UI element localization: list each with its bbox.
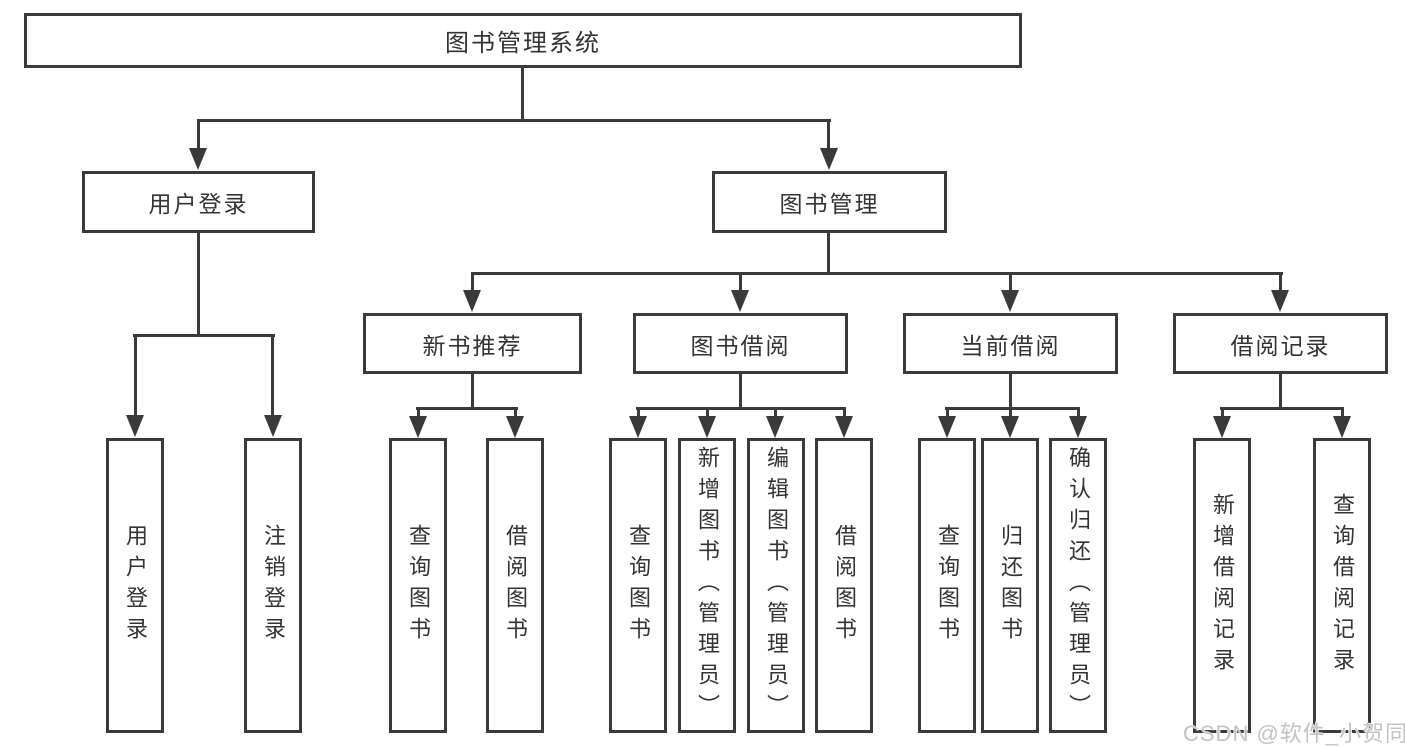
leaf-confirm-return-admin: 确认归还（管理员） <box>1049 438 1107 733</box>
leaf-query-books-recommend: 查询图书 <box>389 438 447 733</box>
tree-connector-vline <box>1279 374 1282 408</box>
tree-connector-vline <box>843 407 846 420</box>
leaf-return-books: 归还图书 <box>981 438 1039 733</box>
arrow-down-icon <box>835 416 853 438</box>
tree-connector-vline <box>1221 407 1224 420</box>
leaf-query-books-current-label: 查询图书 <box>935 523 960 648</box>
node-library-system-label: 图书管理系统 <box>445 30 601 57</box>
leaf-add-borrow-record: 新增借阅记录 <box>1193 438 1251 733</box>
leaf-borrow-books: 借阅图书 <box>815 438 873 733</box>
tree-connector-vline <box>774 407 777 420</box>
tree-connector-hline <box>945 407 1080 410</box>
tree-connector-vline <box>1009 374 1012 408</box>
tree-connector-vline <box>471 272 474 292</box>
tree-connector-vline <box>134 334 137 417</box>
arrow-down-icon <box>1271 290 1289 312</box>
leaf-user-login: 用户登录 <box>106 438 164 733</box>
leaf-borrow-books-recommend: 借阅图书 <box>486 438 544 733</box>
tree-connector-vline <box>197 233 200 336</box>
arrow-down-icon <box>629 416 647 438</box>
node-book-management: 图书管理 <box>712 171 947 233</box>
tree-connector-vline <box>739 374 742 408</box>
tree-connector-vline <box>946 407 949 420</box>
tree-connector-vline <box>514 407 517 420</box>
node-library-system: 图书管理系统 <box>24 13 1022 68</box>
tree-connector-vline <box>197 119 200 150</box>
leaf-add-books-admin-label: 新增图书（管理员） <box>695 446 720 725</box>
tree-connector-vline <box>706 407 709 420</box>
arrow-down-icon <box>1069 416 1087 438</box>
tree-connector-vline <box>1279 272 1282 292</box>
leaf-borrow-books-recommend-label: 借阅图书 <box>503 523 528 648</box>
csdn-watermark: CSDN @软件_小贺同学 <box>1183 721 1405 746</box>
arrow-down-icon <box>1001 290 1019 312</box>
tree-connector-hline <box>636 407 846 410</box>
tree-connector-vline <box>827 119 830 150</box>
arrow-down-icon <box>731 290 749 312</box>
node-book-borrowing-label: 图书借阅 <box>690 332 791 359</box>
tree-connector-hline <box>471 272 1283 275</box>
node-book-borrowing: 图书借阅 <box>633 313 848 374</box>
tree-connector-hline <box>197 119 831 122</box>
tree-connector-vline <box>521 68 524 122</box>
tree-connector-vline <box>637 407 640 420</box>
arrow-down-icon <box>766 416 784 438</box>
node-current-borrowing-label: 当前借阅 <box>960 332 1061 359</box>
leaf-logout: 注销登录 <box>244 438 302 733</box>
leaf-add-books-admin: 新增图书（管理员） <box>678 438 736 733</box>
node-new-book-recommend-label: 新书推荐 <box>422 332 523 359</box>
node-book-management-label: 图书管理 <box>779 191 880 217</box>
tree-connector-vline <box>271 334 274 417</box>
node-new-book-recommend: 新书推荐 <box>363 313 582 374</box>
arrow-down-icon <box>126 415 144 437</box>
arrow-down-icon <box>409 416 427 438</box>
tree-connector-vline <box>1009 272 1012 292</box>
leaf-edit-books-admin: 编辑图书（管理员） <box>747 438 805 733</box>
arrow-down-icon <box>1333 416 1351 438</box>
leaf-query-books-recommend-label: 查询图书 <box>406 523 431 648</box>
tree-connector-vline <box>1341 407 1344 420</box>
leaf-query-books-borrow-label: 查询图书 <box>626 523 651 648</box>
leaf-query-books-borrow: 查询图书 <box>609 438 667 733</box>
tree-connector-vline <box>739 272 742 292</box>
node-current-borrowing: 当前借阅 <box>903 313 1118 374</box>
tree-connector-vline <box>1009 407 1012 420</box>
tree-connector-hline <box>133 334 275 337</box>
node-user-login: 用户登录 <box>82 171 315 233</box>
tree-connector-hline <box>1220 407 1344 410</box>
tree-connector-vline <box>417 407 420 420</box>
tree-connector-vline <box>1077 407 1080 420</box>
tree-connector-hline <box>416 407 518 410</box>
arrow-down-icon <box>1001 416 1019 438</box>
leaf-return-books-label: 归还图书 <box>998 523 1023 648</box>
arrow-down-icon <box>1213 416 1231 438</box>
leaf-query-books-current: 查询图书 <box>918 438 976 733</box>
arrow-down-icon <box>264 415 282 437</box>
arrow-down-icon <box>506 416 524 438</box>
arrow-down-icon <box>820 148 838 170</box>
arrow-down-icon <box>463 290 481 312</box>
leaf-add-borrow-record-label: 新增借阅记录 <box>1210 492 1235 679</box>
leaf-edit-books-admin-label: 编辑图书（管理员） <box>764 446 789 725</box>
arrow-down-icon <box>938 416 956 438</box>
arrow-down-icon <box>698 416 716 438</box>
leaf-query-borrow-record: 查询借阅记录 <box>1313 438 1371 733</box>
leaf-user-login-label: 用户登录 <box>123 523 148 648</box>
leaf-logout-label: 注销登录 <box>261 523 286 648</box>
tree-connector-vline <box>471 374 474 408</box>
node-borrowing-records-label: 借阅记录 <box>1230 332 1331 359</box>
node-borrowing-records: 借阅记录 <box>1173 313 1388 374</box>
leaf-borrow-books-label: 借阅图书 <box>832 523 857 648</box>
arrow-down-icon <box>189 148 207 170</box>
leaf-confirm-return-admin-label: 确认归还（管理员） <box>1066 446 1091 725</box>
node-user-login-label: 用户登录 <box>148 191 249 217</box>
tree-connector-vline <box>827 233 830 274</box>
leaf-query-borrow-record-label: 查询借阅记录 <box>1330 492 1355 679</box>
